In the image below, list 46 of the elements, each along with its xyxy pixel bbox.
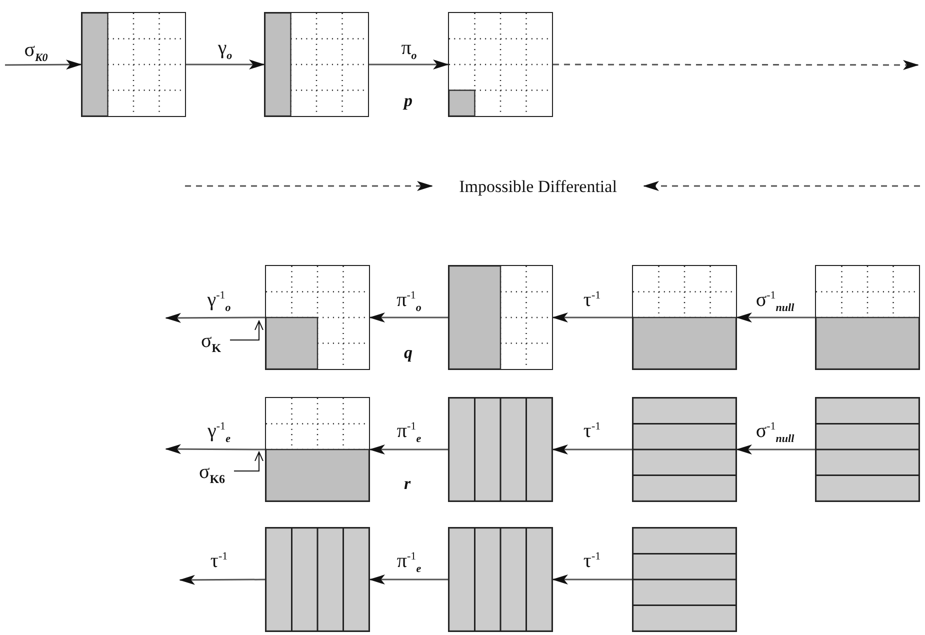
arrow (165, 444, 265, 454)
state-matrix (448, 527, 553, 632)
arrow (5, 60, 82, 70)
edge-label: τ$^{-1}$ (583, 551, 601, 571)
edge-label: σ$_{K0}$ (24, 40, 48, 64)
arrow (736, 312, 815, 322)
key-label: σ$_{K}$ (192, 333, 230, 351)
edge-label: τ$^{-1}$ (583, 290, 601, 310)
state-matrix (448, 12, 553, 117)
arrow (369, 60, 449, 70)
variable-label: q (404, 344, 412, 361)
arrow (369, 444, 448, 454)
variable-label: r (404, 475, 411, 492)
edge-label: γ$_{o}$ (218, 38, 232, 62)
state-matrix (448, 265, 553, 370)
state-matrix (815, 265, 920, 370)
edge-label: τ$^{-1}$ (210, 551, 228, 571)
dashed-arrow (643, 181, 920, 191)
state-matrix (81, 12, 186, 117)
state-matrix (265, 397, 370, 502)
state-matrix (264, 12, 369, 117)
arrow (179, 574, 265, 585)
key-label: σ$_{K6}$ (190, 464, 234, 482)
state-matrix (448, 397, 553, 502)
state-matrix (632, 527, 737, 632)
edge-label: π$_{o}$ (401, 38, 417, 62)
dashed-arrow (185, 181, 433, 191)
arrow (165, 312, 265, 323)
annotation-text: Impossible Differential (432, 175, 644, 197)
state-matrix (265, 265, 370, 370)
state-matrix (815, 397, 920, 502)
arrow (369, 312, 448, 322)
state-matrix (632, 265, 737, 370)
arrow (552, 444, 632, 454)
arrow (736, 444, 815, 454)
arrow (369, 574, 448, 584)
edge-label: τ$^{-1}$ (583, 421, 601, 441)
leader-arrow (230, 320, 264, 340)
arrow (186, 60, 265, 70)
variable-label: p (404, 92, 412, 109)
state-matrix (632, 397, 737, 502)
leader-arrow (234, 452, 264, 472)
dashed-arrow (553, 60, 919, 70)
arrow (552, 574, 632, 584)
state-matrix (265, 527, 370, 632)
arrow (552, 312, 632, 322)
